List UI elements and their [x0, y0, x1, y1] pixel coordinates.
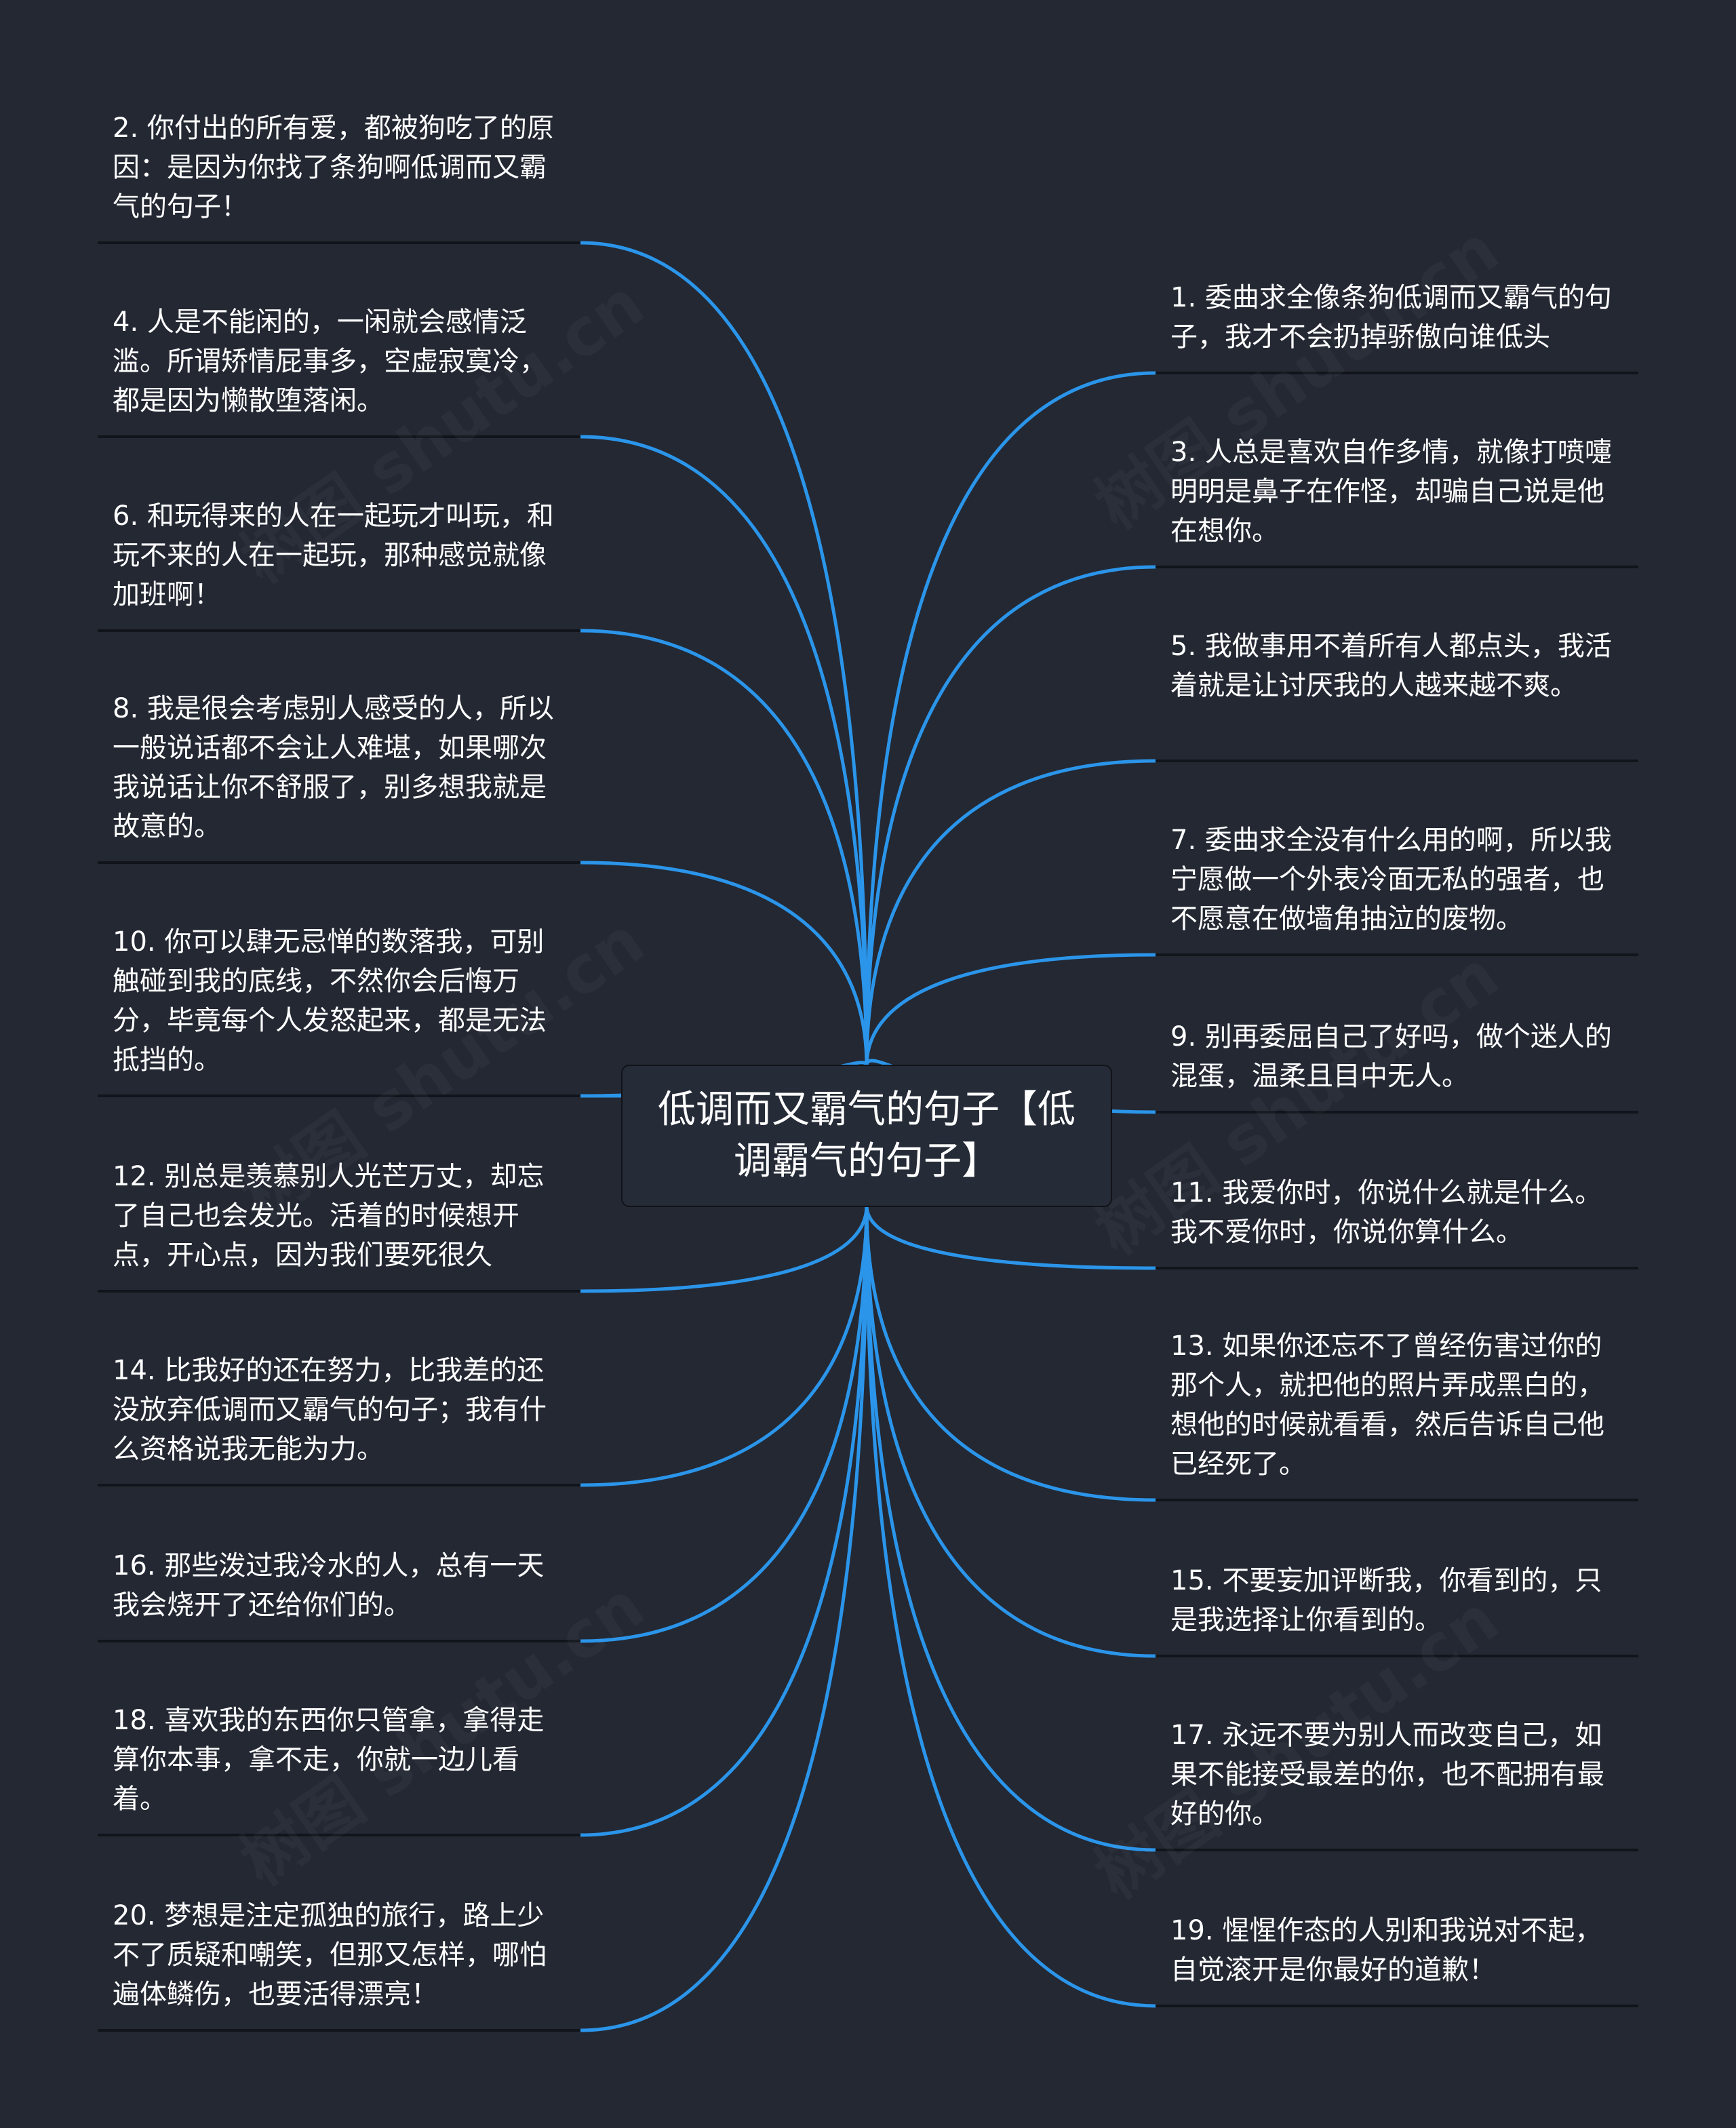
- left-branch-connector-10: [580, 1205, 869, 2032]
- right-branch-connector-2: [865, 565, 1156, 1067]
- right-node-10[interactable]: 19. 惺惺作态的人别和我说对不起，自觉滚开是你最好的道歉！: [1170, 1915, 1602, 1986]
- right-node-4[interactable]: 7. 委曲求全没有什么用的啊，所以我宁愿做一个外表冷面无私的强者，也不愿意在做墙…: [1170, 825, 1612, 934]
- left-branch-connector-7: [580, 1205, 869, 1487]
- right-branch-connector-10: [865, 1205, 1156, 2008]
- left-node-7[interactable]: 14. 比我好的还在努力，比我差的还没放弃低调而又霸气的句子；我有什么资格说我无…: [113, 1355, 547, 1465]
- left-node-10[interactable]: 20. 梦想是注定孤独的旅行，路上少不了质疑和嘲笑，但那又怎样，哪怕遍体鳞伤，也…: [113, 1900, 547, 2010]
- right-branch-connector-3: [865, 759, 1156, 1067]
- right-branch-connector-9: [865, 1205, 1156, 1852]
- left-node-5[interactable]: 10. 你可以肆无忌惮的数落我，可别触碰到我的底线，不然你会后悔万分，毕竟每个人…: [113, 926, 547, 1076]
- left-branch-connector-4: [580, 861, 869, 1067]
- left-branch-connector-6: [580, 1205, 869, 1293]
- right-node-9[interactable]: 17. 永远不要为别人而改变自己，如果不能接受最差的你，也不配拥有最好的你。: [1170, 1720, 1604, 1830]
- right-branch-connector-6: [865, 1205, 1156, 1270]
- right-branch-connector-1: [865, 371, 1156, 1067]
- right-branch-connector-8: [865, 1205, 1156, 1658]
- left-node-6[interactable]: 12. 别总是羡慕别人光芒万丈，却忘了自己也会发光。活着的时候想开点，开心点，因…: [113, 1161, 545, 1271]
- left-branch-connector-3: [580, 629, 869, 1067]
- left-node-2[interactable]: 4. 人是不能闲的，一闲就会感情泛滥。所谓矫情屁事多，空虚寂寞冷，都是因为懒散堕…: [113, 307, 547, 416]
- left-node-1[interactable]: 2. 你付出的所有爱，都被狗吃了的原因：是因为你找了条狗啊低调而又霸气的句子！: [113, 113, 554, 222]
- right-branch-connector-7: [865, 1205, 1156, 1502]
- right-node-2[interactable]: 3. 人总是喜欢自作多情，就像打喷嚏明明是鼻子在作怪，却骗自己说是他在想你。: [1170, 437, 1612, 547]
- left-node-8[interactable]: 16. 那些泼过我冷水的人，总有一天我会烧开了还给你们的。: [113, 1550, 545, 1621]
- left-branch-connector-1: [580, 241, 869, 1067]
- left-branch-connector-8: [580, 1205, 869, 1643]
- central-topic[interactable]: 低调而又霸气的句子【低调霸气的句子】: [621, 1065, 1112, 1207]
- left-node-9[interactable]: 18. 喜欢我的东西你只管拿，拿得走算你本事，拿不走，你就一边儿看着。: [113, 1705, 545, 1815]
- left-branch-connector-9: [580, 1205, 869, 1837]
- node-underlines: [98, 241, 1638, 2032]
- left-node-4[interactable]: 8. 我是很会考虑别人感受的人，所以一般说话都不会让人难堪，如果哪次我说话让你不…: [113, 693, 554, 842]
- right-node-8[interactable]: 15. 不要妄加评断我，你看到的，只是我选择让你看到的。: [1170, 1565, 1602, 1636]
- right-node-1[interactable]: 1. 委曲求全像条狗低调而又霸气的句子，我才不会扔掉骄傲向谁低头: [1170, 282, 1612, 353]
- central-topic-label: 低调而又霸气的句子【低调霸气的句子】: [658, 1088, 1076, 1183]
- right-branch-connector-4: [865, 953, 1156, 1067]
- right-node-6[interactable]: 11. 我爱你时，你说什么就是什么。我不爱你时，你说你算什么。: [1170, 1177, 1602, 1248]
- right-node-7[interactable]: 13. 如果你还忘不了曾经伤害过你的那个人，就把他的照片弄成黑白的，想他的时候就…: [1170, 1331, 1604, 1480]
- branch-connectors: [580, 241, 1156, 2032]
- right-node-3[interactable]: 5. 我做事用不着所有人都点头，我活着就是让讨厌我的人越来越不爽。: [1170, 631, 1612, 701]
- right-node-5[interactable]: 9. 别再委屈自己了好吗，做个迷人的混蛋，温柔且目中无人。: [1170, 1021, 1612, 1092]
- left-node-3[interactable]: 6. 和玩得来的人在一起玩才叫玩，和玩不来的人在一起玩，那种感觉就像加班啊！: [113, 500, 554, 610]
- left-branch-connector-2: [580, 435, 869, 1067]
